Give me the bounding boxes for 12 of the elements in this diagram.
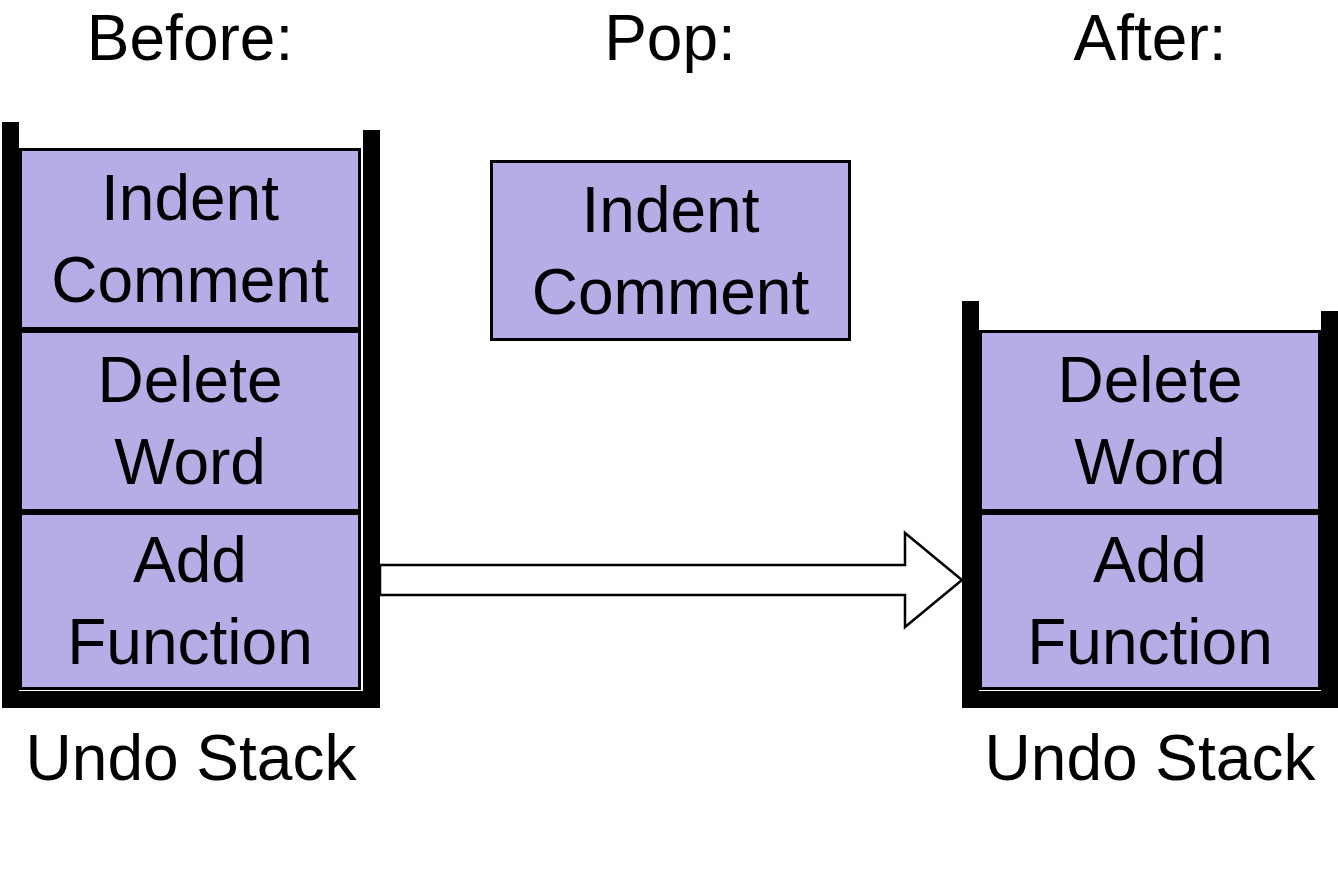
stack-item: Add Function	[19, 512, 361, 690]
block-arrow	[378, 530, 964, 630]
stack-item: Indent Comment	[490, 160, 851, 341]
column-heading: After:	[1072, 1, 1228, 76]
stack-label: Undo Stack	[24, 721, 358, 796]
column-heading: Pop:	[603, 1, 737, 76]
column-heading: Before:	[85, 1, 295, 76]
stack-item: Delete Word	[19, 330, 361, 512]
stack-item: Add Function	[979, 512, 1321, 690]
stack-label: Undo Stack	[983, 721, 1317, 796]
stack-item: Indent Comment	[19, 148, 361, 330]
stack-item: Delete Word	[979, 330, 1321, 512]
